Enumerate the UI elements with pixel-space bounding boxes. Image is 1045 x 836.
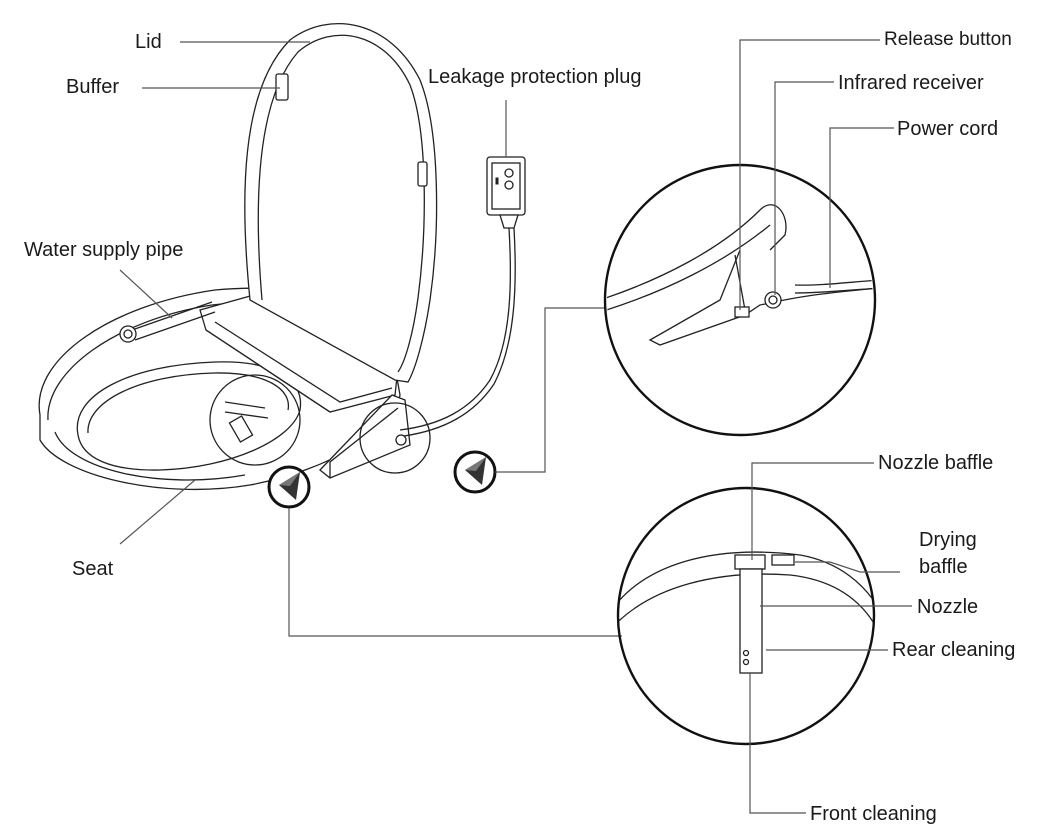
view-pointer-icon bbox=[453, 450, 497, 494]
label-nozzle: Nozzle bbox=[917, 596, 979, 618]
connector-line bbox=[288, 508, 622, 637]
label-rear-cleaning: Rear cleaning bbox=[892, 639, 1016, 661]
view-pointer-icon bbox=[267, 465, 311, 509]
label-drying-baffle-line2: baffle bbox=[919, 556, 968, 578]
label-power-cord: Power cord bbox=[897, 118, 999, 140]
label-water-pipe: Water supply pipe bbox=[24, 239, 184, 261]
water-pipe-leader bbox=[119, 269, 173, 319]
label-infrared-receiver: Infrared receiver bbox=[838, 72, 984, 94]
label-leakage-plug: Leakage protection plug bbox=[428, 66, 642, 88]
lid bbox=[244, 22, 438, 383]
connector-line bbox=[495, 307, 606, 473]
release-detail-view bbox=[603, 39, 894, 437]
label-seat: Seat bbox=[72, 558, 114, 580]
nozzle-detail-marker bbox=[209, 374, 301, 466]
seat-leader bbox=[119, 479, 196, 545]
label-buffer: Buffer bbox=[66, 76, 119, 98]
leakage-plug bbox=[399, 156, 526, 437]
release-detail-marker bbox=[359, 402, 431, 474]
label-nozzle-baffle: Nozzle baffle bbox=[878, 452, 994, 474]
nozzle-detail-view bbox=[616, 462, 912, 814]
label-front-cleaning: Front cleaning bbox=[810, 803, 937, 825]
label-drying-baffle-line1: Drying bbox=[919, 529, 977, 551]
label-lid: Lid bbox=[135, 31, 162, 53]
water-supply-pipe bbox=[119, 301, 216, 343]
label-release-button: Release button bbox=[884, 29, 1012, 50]
